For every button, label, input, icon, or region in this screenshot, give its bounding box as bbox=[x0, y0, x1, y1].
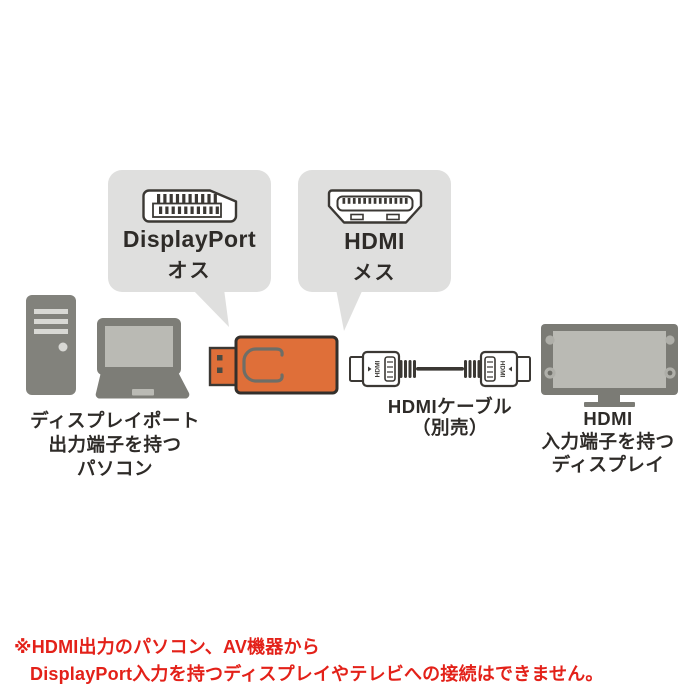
dp-hdmi-adapter-icon bbox=[208, 335, 339, 395]
cable-connector-label-left: HDMI bbox=[375, 361, 382, 378]
caution-note: ※HDMI出力のパソコン、AV機器から DisplayPort入力を持つディスプ… bbox=[14, 634, 604, 688]
cable-label: HDMIケーブル （別売） bbox=[360, 396, 540, 438]
displayport-connector-icon bbox=[141, 189, 237, 223]
callout-hdmi-tail bbox=[336, 289, 363, 331]
cable-label-line2: （別売） bbox=[411, 417, 488, 438]
callout-hdmi: HDMI メス bbox=[298, 170, 451, 292]
pc-label-line3: パソコン bbox=[76, 458, 153, 479]
cable-label-line1: HDMIケーブル bbox=[387, 396, 513, 417]
caution-note-line2: DisplayPort入力を持つディスプレイやテレビへの接続はできません。 bbox=[30, 664, 604, 684]
pc-label-line1: ディスプレイポート bbox=[30, 410, 200, 431]
callout-displayport-subtitle: オス bbox=[167, 260, 212, 282]
callout-hdmi-title: HDMI bbox=[344, 228, 405, 254]
pc-label: ディスプレイポート 出力端子を持つ パソコン bbox=[5, 409, 225, 481]
hdmi-cable-icon: HDMI HDMI bbox=[349, 350, 531, 388]
laptop-icon bbox=[95, 318, 190, 399]
cable-connector-label-right: HDMI bbox=[498, 361, 505, 378]
callout-hdmi-subtitle: メス bbox=[352, 262, 397, 284]
callout-displayport-tail bbox=[192, 289, 229, 327]
pc-label-line2: 出力端子を持つ bbox=[48, 434, 182, 455]
desktop-tower-icon bbox=[26, 295, 76, 395]
tv-label-line1: HDMI bbox=[583, 408, 633, 429]
tv-label: HDMI 入力端子を持つ ディスプレイ bbox=[520, 407, 696, 476]
hdmi-connector-icon bbox=[327, 189, 422, 224]
callout-displayport: DisplayPort オス bbox=[108, 170, 271, 292]
tv-display-icon bbox=[541, 324, 678, 407]
caution-note-line1: ※HDMI出力のパソコン、AV機器から bbox=[14, 637, 320, 657]
tv-label-line2: 入力端子を持つ bbox=[541, 431, 675, 452]
tv-label-line3: ディスプレイ bbox=[551, 454, 665, 475]
callout-displayport-title: DisplayPort bbox=[122, 226, 257, 252]
